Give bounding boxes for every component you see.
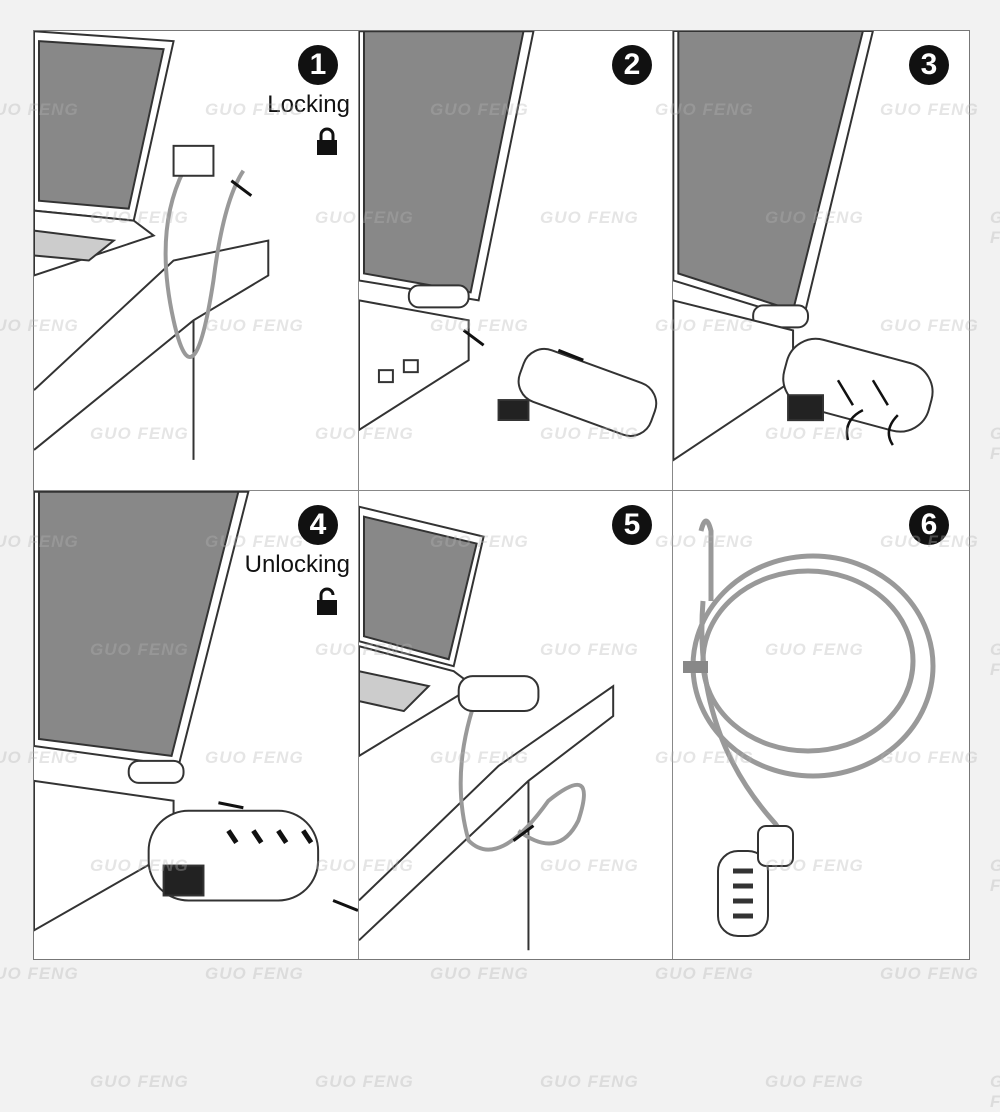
instruction-grid: 1 Locking 2	[33, 30, 970, 960]
step-5-illustration	[359, 505, 615, 951]
watermark-text: GUO FENG	[430, 964, 529, 983]
unlocking-label: Unlocking	[244, 551, 350, 578]
watermark-text: GUO FENG	[90, 1072, 189, 1091]
step-number: 1	[298, 45, 338, 85]
step-5-panel: 5	[359, 491, 673, 959]
step-3-panel: 3	[673, 31, 969, 491]
step-1-panel: 1 Locking	[34, 31, 359, 491]
step-number: 6	[909, 505, 949, 545]
watermark-text: GUO FENG	[540, 1072, 639, 1091]
padlock-closed-icon	[317, 127, 337, 155]
step-6-illustration	[683, 518, 936, 937]
watermark-text: GUO FENG	[655, 964, 754, 983]
watermark-text: GUO FENG	[990, 424, 1000, 464]
step-number: 5	[612, 505, 652, 545]
step-6-panel: 6	[673, 491, 969, 959]
step-4-panel: 4 Unlocking	[34, 491, 359, 959]
step-3-illustration	[673, 31, 934, 462]
step-2-panel: 2	[359, 31, 673, 491]
watermark-text: GUO FENG	[990, 640, 1000, 680]
step-number: 3	[909, 45, 949, 85]
watermark-text: GUO FENG	[315, 1072, 414, 1091]
watermark-text: GUO FENG	[990, 856, 1000, 896]
step-4-illustration	[34, 491, 358, 932]
step-number: 4	[298, 505, 338, 545]
watermark-text: GUO FENG	[990, 1072, 1000, 1112]
step-number: 2	[612, 45, 652, 85]
watermark-text: GUO FENG	[880, 964, 979, 983]
watermark-text: GUO FENG	[205, 964, 304, 983]
watermark-text: GUO FENG	[765, 1072, 864, 1091]
padlock-open-icon	[317, 587, 337, 615]
step-1-illustration	[34, 31, 270, 460]
step-2-illustration	[359, 31, 658, 437]
watermark-text: GUO FENG	[0, 964, 79, 983]
locking-label: Locking	[267, 91, 350, 118]
watermark-text: GUO FENG	[990, 208, 1000, 248]
